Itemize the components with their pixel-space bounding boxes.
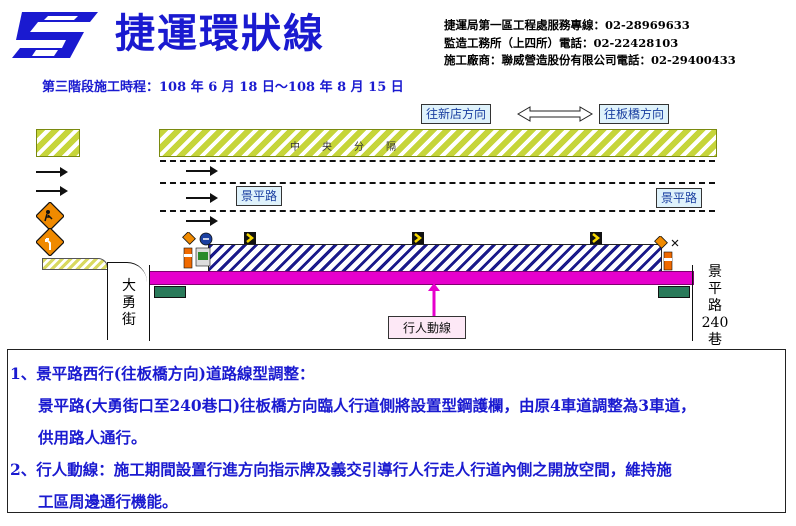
direction-right-label: 往板橋方向 (599, 104, 670, 124)
note-line: 1、景平路西行(往板橋方向)道路線型調整： (10, 364, 315, 383)
road-label-left: 景平路 (236, 186, 283, 206)
lane-shift-sign-icon (36, 228, 64, 256)
chevron-marker-icon (590, 232, 602, 244)
sidewalk (149, 271, 694, 285)
note-line: 2、行人動線：施工期間設置行進方向指示牌及義交引導行人行走人行道內側之開放空間，… (10, 460, 672, 479)
roadwork-sign-icon (36, 202, 64, 230)
street-edge (107, 262, 108, 340)
street-edge (692, 265, 693, 341)
chevron-marker-icon (244, 232, 256, 244)
note-line: 供用路人通行。 (38, 428, 147, 447)
metro-logo-icon (12, 12, 98, 58)
street-edge (149, 265, 150, 341)
median-label: 中央分隔 (290, 142, 418, 153)
lane-line (160, 160, 715, 162)
curb-stub (42, 258, 108, 270)
street-right-label: 景 平 路 240 巷 (701, 264, 729, 348)
pedestrian-arrow-icon (428, 283, 440, 317)
traffic-arrow-icon (36, 167, 68, 177)
page-title: 捷運環狀線 (115, 10, 325, 57)
double-arrow-icon (517, 106, 593, 122)
contact-contractor: 施工廠商：聯威營造股份有限公司電話：02-29400433 (444, 53, 736, 67)
work-zone-barrier (208, 244, 662, 272)
street-corner (107, 262, 147, 341)
central-median (159, 129, 717, 157)
pedestrian-label: 行人動線 (388, 316, 467, 339)
station-marker (154, 286, 186, 298)
lane-line (160, 182, 715, 184)
contact-hotline: 捷運局第一區工程處服務專線：02-28969633 (444, 18, 690, 32)
station-marker (658, 286, 690, 298)
warning-light-icon (654, 236, 679, 271)
traffic-arrow-icon (36, 186, 68, 196)
notes-box: 1、景平路西行(往板橋方向)道路線型調整： 景平路(大勇街口至240巷口)往板橋… (7, 349, 786, 513)
note-line: 景平路(大勇街口至240巷口)往板橋方向臨人行道側將設置型鋼護欄，由原4車道調整… (38, 396, 696, 415)
contact-office: 監造工務所（上四所）電話：02-22428103 (444, 36, 679, 50)
median-stub (36, 129, 80, 157)
lane-line (160, 210, 715, 212)
traffic-arrow-icon (186, 166, 218, 176)
traffic-arrow-icon (186, 216, 218, 226)
schedule-text: 第三階段施工時程：108 年 6 月 18 日～108 年 8 月 15 日 (42, 80, 404, 95)
direction-left-label: 往新店方向 (421, 104, 492, 124)
warning-light-icon (182, 232, 213, 269)
street-left-label: 大勇街 (122, 278, 136, 328)
road-label-right: 景平路 (656, 188, 703, 208)
chevron-marker-icon (412, 232, 424, 244)
note-line: 工區周邊通行機能。 (38, 492, 178, 511)
traffic-arrow-icon (186, 193, 218, 203)
